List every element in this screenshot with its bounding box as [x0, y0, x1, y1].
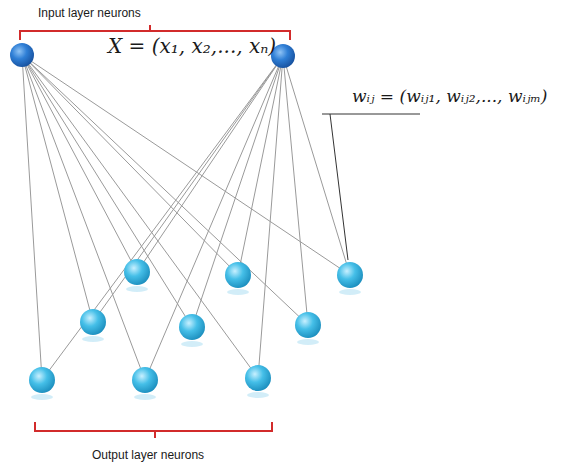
neuron-reflection [82, 336, 104, 342]
connection-line [22, 55, 350, 275]
connection-line [22, 55, 137, 272]
weight-connections [22, 55, 350, 380]
weight-vector-label: wᵢⱼ = (wᵢⱼ₁, wᵢⱼ₂,..., wᵢⱼₘ) [352, 86, 547, 106]
connection-line [283, 56, 308, 325]
output-neuron [80, 309, 106, 335]
input-neuron [10, 43, 34, 67]
neuron-reflection [247, 392, 269, 398]
neuron-reflection [227, 289, 249, 295]
leader-line [322, 114, 420, 260]
connection-line [22, 55, 258, 378]
connection-line [93, 56, 283, 322]
neurons [10, 43, 363, 393]
connection-line [42, 56, 283, 380]
neuron-reflection [126, 286, 148, 292]
output-neuron [337, 262, 363, 288]
output-bracket [35, 422, 272, 438]
neuron-reflections [31, 286, 361, 400]
output-neuron [179, 314, 205, 340]
connection-line [258, 56, 283, 378]
output-neuron [245, 365, 271, 391]
output-neuron [225, 262, 251, 288]
connection-line [22, 55, 93, 322]
neuron-reflection [31, 394, 53, 400]
connection-line [22, 55, 145, 380]
connection-line [22, 55, 42, 380]
output-neuron [132, 367, 158, 393]
output-neuron [124, 259, 150, 285]
neuron-reflection [339, 289, 361, 295]
connection-line [238, 56, 283, 275]
neuron-reflection [297, 339, 319, 345]
neuron-reflection [181, 341, 203, 347]
layer-label: Output layer neurons [92, 448, 204, 462]
connection-line [145, 56, 283, 380]
connection-line [192, 56, 283, 327]
input-vector-label: X = (x₁, x₂,..., xₙ) [108, 34, 276, 58]
output-neuron [295, 312, 321, 338]
output-neuron [29, 367, 55, 393]
layer-label: Input layer neurons [38, 6, 141, 20]
neuron-reflection [134, 394, 156, 400]
